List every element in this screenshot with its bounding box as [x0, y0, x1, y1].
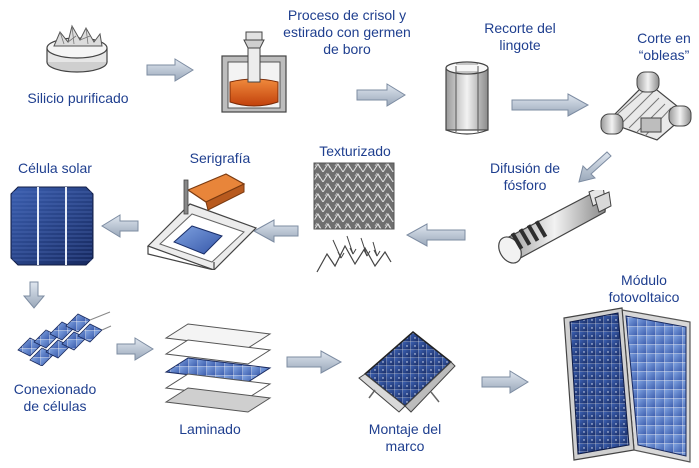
step-label-laminado: Laminado	[179, 421, 241, 437]
flow-arrow-right-3	[511, 93, 590, 117]
wafer-saw-icon	[600, 71, 692, 141]
flow-arrow-right-9	[116, 337, 154, 361]
cell-string-icon	[17, 311, 112, 366]
screen-printing-icon	[146, 173, 258, 270]
step-label-montaje: Montaje del marco	[368, 421, 442, 454]
step-label-corte: Corte en “obleas”	[637, 30, 691, 63]
flow-arrow-down-left-4	[578, 151, 612, 183]
flow-arrow-down-8	[22, 281, 46, 309]
solar-cell-icon	[10, 186, 94, 266]
step-label-serigrafia: Serigrafía	[189, 150, 251, 166]
silicon-chunks-icon	[46, 24, 108, 73]
step-label-difusion: Difusión de fósforo	[489, 160, 561, 193]
ingot-icon	[445, 61, 489, 135]
pv-module-icon	[563, 307, 691, 463]
step-label-silicio: Silicio purificado	[27, 90, 129, 106]
step-label-crisol: Proceso de crisol y estirado con germen …	[283, 7, 411, 57]
texturized-surface-icon	[313, 162, 395, 273]
step-label-texturizado: Texturizado	[319, 143, 391, 159]
step-label-modulo: Módulo fotovoltaico	[608, 272, 680, 305]
laminate-layers-icon	[164, 323, 272, 413]
flow-arrow-right-10	[286, 350, 343, 374]
flow-arrow-left-5	[405, 223, 466, 247]
step-label-recorte: Recorte del lingote	[484, 20, 556, 53]
flow-arrow-left-6	[252, 219, 299, 243]
frame-mount-icon	[358, 331, 456, 413]
step-label-celula: Célula solar	[18, 160, 92, 176]
flow-arrow-right-1	[146, 58, 194, 82]
flow-arrow-left-7	[101, 214, 139, 238]
flow-arrow-right-2	[356, 83, 406, 107]
step-label-conexionado: Conexionado de células	[13, 381, 97, 414]
flow-arrow-right-11	[481, 370, 529, 394]
crucible-icon	[221, 31, 287, 113]
diffusion-furnace-icon	[498, 190, 612, 264]
